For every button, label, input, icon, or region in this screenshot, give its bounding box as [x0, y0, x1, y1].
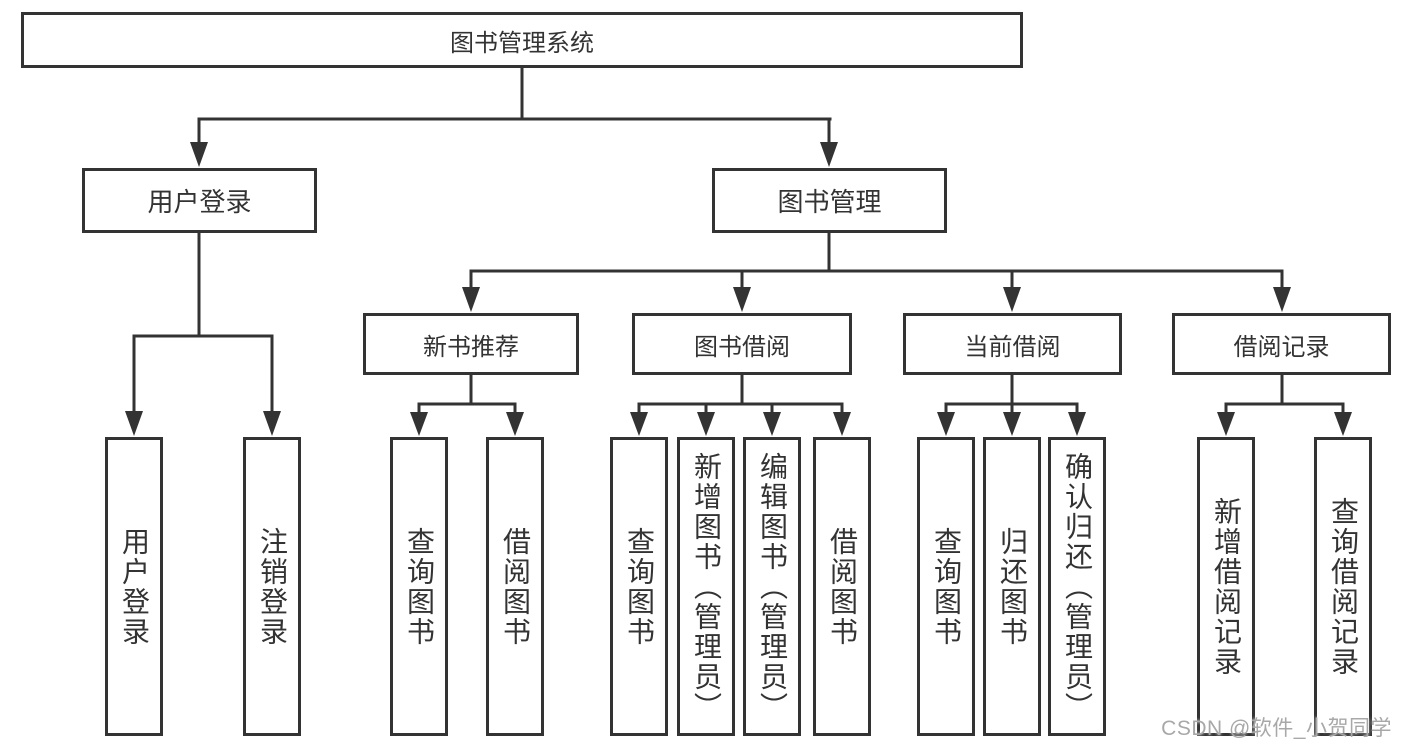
node-library-system-label: 图书管理系统 [450, 29, 594, 57]
leaf-add-book-admin-label: 新增图书（管理员） [691, 451, 722, 722]
csdn-watermark: CSDN @软件_小贺同学 [1161, 717, 1392, 740]
node-book-borrow: 图书借阅 [632, 313, 852, 375]
node-library-system: 图书管理系统 [21, 12, 1023, 68]
leaf-recommend-query-book-label: 查询图书 [404, 526, 435, 647]
arrowhead [1068, 412, 1086, 436]
leaf-user-login: 用户登录 [105, 437, 163, 736]
leaf-confirm-return-admin: 确认归还（管理员） [1048, 437, 1106, 736]
arrowhead [1334, 412, 1352, 436]
connector-book-management-children [462, 231, 1291, 312]
node-current-borrow: 当前借阅 [903, 313, 1122, 375]
node-user-login-label: 用户登录 [147, 187, 252, 217]
leaf-query-borrow-record: 查询借阅记录 [1314, 437, 1372, 736]
arrowhead [833, 412, 851, 436]
node-book-management-label: 图书管理 [777, 187, 882, 217]
leaf-borrow-book-label: 借阅图书 [827, 526, 858, 647]
leaf-edit-book-admin-label: 编辑图书（管理员） [757, 451, 788, 722]
connector-root-to-level1 [190, 66, 838, 167]
arrowhead [733, 287, 751, 312]
leaf-logout: 注销登录 [243, 437, 301, 736]
arrowhead [462, 287, 480, 312]
arrowhead [763, 412, 781, 436]
leaf-return-book-label: 归还图书 [997, 526, 1028, 647]
leaf-recommend-borrow-book-label: 借阅图书 [500, 526, 531, 647]
arrowhead [820, 142, 838, 167]
connector-user-login-children [125, 231, 281, 436]
leaf-confirm-return-admin-label: 确认归还（管理员） [1062, 451, 1093, 722]
arrowhead [506, 412, 524, 436]
leaf-current-query-book-label: 查询图书 [931, 526, 962, 647]
arrowhead [1273, 287, 1291, 312]
arrowhead [1003, 287, 1021, 312]
connector-current-borrow-children [937, 373, 1086, 436]
arrowhead [697, 412, 715, 436]
leaf-query-borrow-record-label: 查询借阅记录 [1328, 496, 1359, 677]
node-user-login: 用户登录 [82, 168, 317, 233]
node-current-borrow-label: 当前借阅 [964, 333, 1061, 361]
leaf-current-query-book: 查询图书 [917, 437, 975, 736]
leaf-recommend-borrow-book: 借阅图书 [486, 437, 544, 736]
arrowhead [937, 412, 955, 436]
node-new-book-recommend: 新书推荐 [363, 313, 579, 375]
connector-new-book-recommend-children [410, 373, 524, 436]
leaf-recommend-query-book: 查询图书 [390, 437, 448, 736]
leaf-add-borrow-record: 新增借阅记录 [1197, 437, 1255, 736]
connector-borrow-record-children [1217, 373, 1352, 436]
leaf-borrow-query-book-label: 查询图书 [624, 526, 655, 647]
leaf-return-book: 归还图书 [983, 437, 1041, 736]
leaf-logout-label: 注销登录 [257, 526, 288, 647]
node-borrow-record: 借阅记录 [1172, 313, 1391, 375]
arrowhead [263, 411, 281, 436]
arrowhead [630, 412, 648, 436]
connector-book-borrow-children [630, 373, 851, 436]
node-new-book-recommend-label: 新书推荐 [423, 333, 519, 361]
node-borrow-record-label: 借阅记录 [1233, 333, 1330, 361]
leaf-borrow-query-book: 查询图书 [610, 437, 668, 736]
node-book-management: 图书管理 [712, 168, 947, 233]
leaf-user-login-label: 用户登录 [119, 526, 150, 647]
leaf-add-book-admin: 新增图书（管理员） [677, 437, 735, 736]
node-book-borrow-label: 图书借阅 [694, 333, 790, 361]
leaf-borrow-book: 借阅图书 [813, 437, 871, 736]
arrowhead [410, 412, 428, 436]
arrowhead [1217, 412, 1235, 436]
arrowhead [1003, 412, 1021, 436]
leaf-add-borrow-record-label: 新增借阅记录 [1211, 496, 1242, 677]
leaf-edit-book-admin: 编辑图书（管理员） [743, 437, 801, 736]
arrowhead [125, 411, 143, 436]
arrowhead [190, 142, 208, 167]
